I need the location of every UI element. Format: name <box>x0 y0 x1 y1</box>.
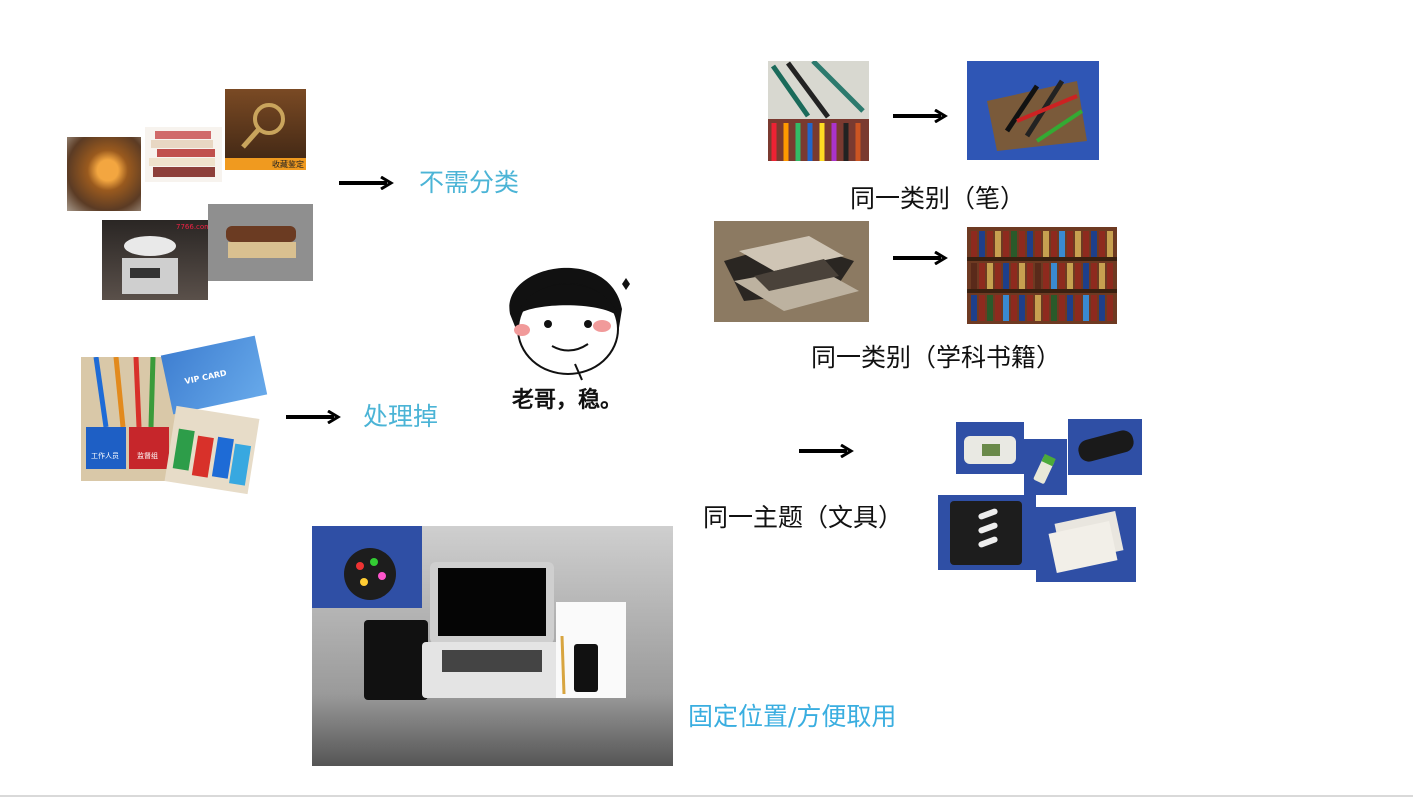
same-category-books-label: 同一类别（学科书籍） <box>811 343 1062 372</box>
pens-illustration <box>768 61 869 161</box>
no-sort-label: 不需分类 <box>419 168 520 197</box>
magnifier-illustration <box>225 103 306 170</box>
vip-card-text: VIP CARD <box>183 368 228 387</box>
books-stack-illustration <box>149 131 215 177</box>
index-cards-photo <box>1036 507 1136 582</box>
brush-illustration <box>226 226 296 258</box>
binder-illustration <box>950 501 1022 565</box>
lanyards-illustration <box>86 357 169 469</box>
pen-tray-illustration <box>987 79 1087 151</box>
glue-stick-illustration <box>1033 453 1056 484</box>
glue-stick-photo <box>1024 439 1067 495</box>
badges-photo <box>164 405 260 495</box>
badges-illustration <box>172 428 252 486</box>
scale-photo: 7766.com <box>102 220 208 300</box>
messy-papers-illustration <box>724 236 859 311</box>
meme-caption: 老哥，稳。 <box>512 388 623 413</box>
magnifier-photo: 收藏鉴定 <box>225 89 306 170</box>
messy-papers-photo <box>714 221 869 322</box>
vip-card-photo: VIP CARD <box>160 335 268 415</box>
bookshelf-illustration <box>967 231 1117 321</box>
books-stack-photo <box>145 127 222 182</box>
tape-photo <box>956 422 1024 474</box>
badge-text-1: 工作人员 <box>91 452 119 460</box>
badge-text-2: 监督组 <box>137 452 158 460</box>
amber-photo <box>67 137 141 211</box>
fixed-position-label: 固定位置/方便取用 <box>688 702 897 731</box>
bookshelf-photo <box>967 227 1117 324</box>
loose-pens-photo <box>768 61 869 161</box>
scale-illustration <box>122 236 178 294</box>
bottom-divider <box>0 795 1413 797</box>
discard-label: 处理掉 <box>363 402 439 431</box>
pen-case-illustration <box>1078 430 1134 462</box>
arrow-right-icon <box>893 109 948 123</box>
brush-photo <box>208 204 313 281</box>
site-text: 7766.com <box>176 223 208 231</box>
appraisal-text: 收藏鉴定 <box>272 160 304 169</box>
same-theme-stationery-label: 同一主题（文具） <box>703 503 904 532</box>
meme-image: 老哥，稳。 <box>490 254 645 413</box>
tape-illustration <box>964 436 1016 464</box>
desk-illustration <box>312 526 626 700</box>
arrow-right-icon <box>286 410 341 424</box>
binder-photo <box>938 495 1036 570</box>
arrow-right-icon <box>799 444 854 458</box>
desk-photo <box>312 526 673 766</box>
pen-case-photo <box>1068 419 1142 475</box>
meme-face-illustration <box>509 267 630 381</box>
arrow-right-icon <box>339 176 394 190</box>
pen-tray-photo <box>967 61 1099 160</box>
arrow-right-icon <box>893 251 948 265</box>
same-category-pen-label: 同一类别（笔） <box>850 184 1026 213</box>
index-cards-illustration <box>1048 510 1124 574</box>
